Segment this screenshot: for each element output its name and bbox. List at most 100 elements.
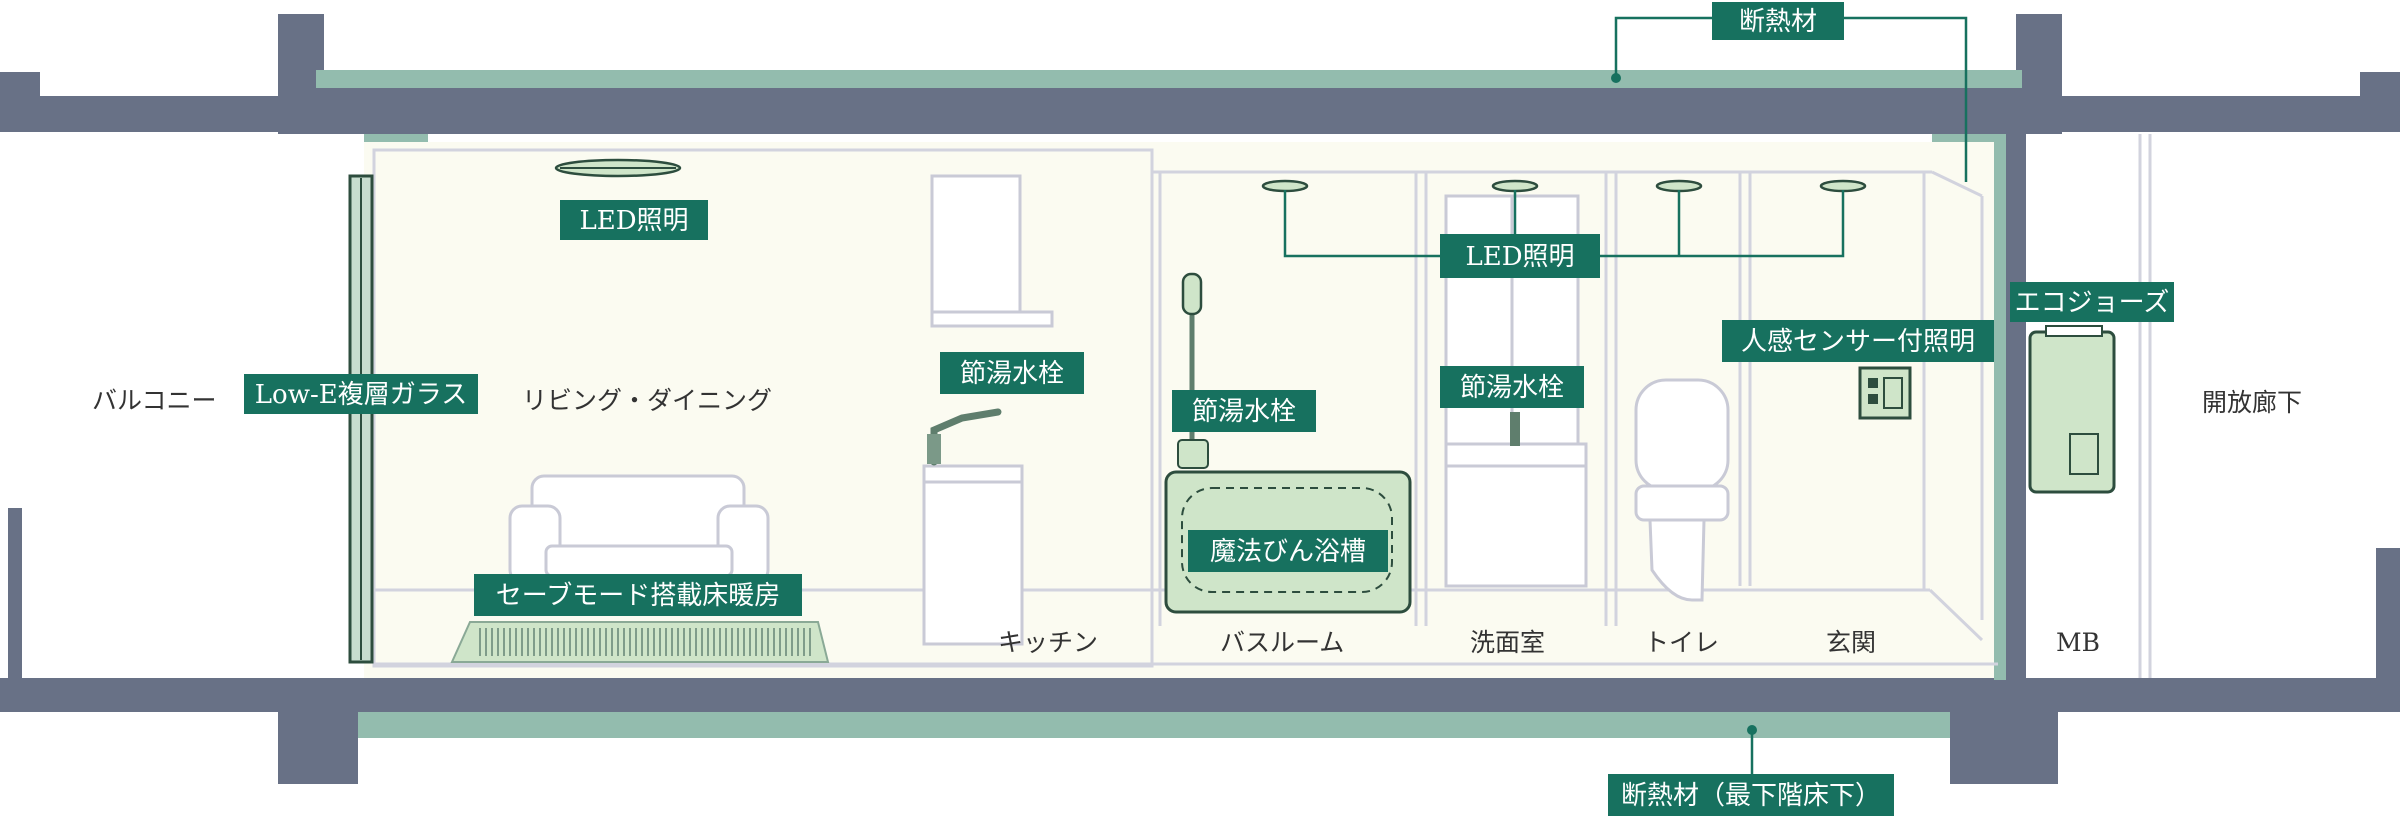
structure [0, 14, 2400, 784]
room-mb: MB [2056, 628, 2100, 657]
range-hood-bottom [930, 310, 1054, 328]
balcony-parapet [8, 508, 22, 684]
toilet-bowl [1648, 518, 1706, 602]
callout-faucet-bath-text: 節湯水栓 [1192, 397, 1296, 427]
heating-coil-segment [599, 628, 607, 656]
callout-faucet-kitchen: 節湯水栓 [940, 352, 1084, 394]
insulation-top-strip [316, 70, 2022, 88]
bath-faucet [1177, 439, 1209, 469]
kitchen-counter [922, 464, 1024, 646]
callout-faucet-washroom-bg [1440, 366, 1584, 408]
callout-insulation-bottom: 断熱材（最下階床下） [1608, 774, 1894, 816]
column-bottom-right [1950, 678, 2058, 784]
dot-insulation-top [1611, 73, 1621, 83]
room-kitchen: キッチン [998, 628, 1098, 657]
callout-faucet-bath: 節湯水栓 [1172, 390, 1316, 432]
callout-eco-jozu: エコジョーズ [2010, 282, 2174, 322]
downlights [1261, 179, 1867, 193]
heating-coil-segment [743, 628, 751, 656]
downlight-entrance-icon [1819, 179, 1867, 193]
toilet-tank [1634, 378, 1730, 492]
heating-coil-segment [587, 628, 595, 656]
floor-corner [1928, 588, 1984, 642]
heating-coil-segment [647, 628, 655, 656]
floor-heating-coils [479, 628, 811, 656]
sensor-panel-btn2 [1868, 394, 1878, 404]
callout-led-downlights: LED照明 [1440, 234, 1600, 278]
floor-heating-panel [450, 621, 830, 663]
eco-jozu-unit [2028, 325, 2116, 494]
callout-eco-jozu-text: エコジョーズ [2015, 288, 2170, 318]
callout-insulation-top: 断熱材 [1712, 2, 1844, 40]
heating-coil-segment [779, 628, 787, 656]
dot-insulation-bottom [1747, 725, 1757, 735]
callout-low-e-glass-text: Low-E複層ガラス [255, 380, 467, 410]
heating-coil-segment [491, 628, 499, 656]
water-heater-vent [2069, 433, 2099, 475]
insulation-ceiling-edge-left [364, 134, 428, 142]
heating-coil-segment [527, 628, 535, 656]
heating-coil-segment [635, 628, 643, 656]
heating-coil-segment [719, 628, 727, 656]
leader-lines [1283, 16, 1968, 778]
callout-sensor-light: 人感センサー付照明 [1722, 320, 1994, 362]
sofa [508, 474, 770, 584]
heating-coil-segment [707, 628, 715, 656]
corridor-parapet [2376, 548, 2400, 684]
interior-outlines [372, 134, 2152, 678]
leader-downlight-entrance [1600, 190, 1845, 258]
callout-faucet-washroom-text: 節湯水栓 [1460, 373, 1564, 403]
callout-led-living: LED照明 [560, 200, 708, 240]
heating-coil-segment [563, 628, 571, 656]
heating-coil-segment [683, 628, 691, 656]
heating-coil-segment [803, 628, 811, 656]
window [348, 174, 374, 664]
column-bottom-left [278, 678, 358, 784]
callout-floor-heating-text: セーブモード搭載床暖房 [496, 581, 780, 611]
balcony-ceiling [0, 96, 290, 132]
heating-coil-segment [659, 628, 667, 656]
upper-slab [278, 86, 2022, 134]
kitchen-countertop [922, 464, 1024, 484]
heating-coil-segment [767, 628, 775, 656]
callout-thermos-bath: 魔法びん浴槽 [1188, 530, 1388, 572]
callout-insulation-bottom-bg [1608, 774, 1894, 816]
heating-coil-segment [515, 628, 523, 656]
ceiling-light-living [554, 158, 682, 178]
insulation-side-wall [1994, 134, 2006, 680]
room-living: リビング・ダイニング [522, 386, 772, 415]
callout-led-downlights-bg [1440, 234, 1600, 278]
toilet [1634, 378, 1730, 602]
callout-low-e-glass-bg [244, 374, 478, 414]
water-heater-top [2045, 325, 2103, 337]
floor-heating [450, 621, 830, 663]
room-entrance: 玄関 [1826, 628, 1876, 657]
range-hood [930, 174, 1022, 314]
heating-coil-segment [623, 628, 631, 656]
column-top-right [2016, 14, 2062, 134]
heating-coil-segment [755, 628, 763, 656]
callout-insulation-top-bg [1712, 2, 1844, 40]
toilet-seat [1634, 484, 1730, 522]
heating-coil-segment [671, 628, 679, 656]
callout-floor-heating: セーブモード搭載床暖房 [474, 574, 802, 616]
insulation [316, 70, 2022, 738]
ceiling-corner [1931, 170, 1983, 198]
callout-thermos-bath-bg [1188, 530, 1388, 572]
callout-eco-jozu-bg [2010, 282, 2174, 322]
downlight-bath-icon [1261, 179, 1309, 193]
room-toilet: トイレ [1644, 628, 1719, 657]
leader-insulation-top-right [1844, 16, 1968, 182]
leader-dots [1611, 73, 1757, 735]
callout-low-e-glass: Low-E複層ガラス [244, 374, 478, 414]
downlight-washroom-icon [1491, 179, 1539, 193]
heating-coil-segment [731, 628, 739, 656]
callout-faucet-kitchen-bg [940, 352, 1084, 394]
vanity-top [1444, 442, 1588, 468]
callout-faucet-kitchen-text: 節湯水栓 [960, 359, 1064, 389]
bathtub-inner [1181, 487, 1393, 593]
room-bathroom: バスルーム [1220, 628, 1344, 657]
callout-sensor-light-text: 人感センサー付照明 [1741, 327, 1975, 357]
